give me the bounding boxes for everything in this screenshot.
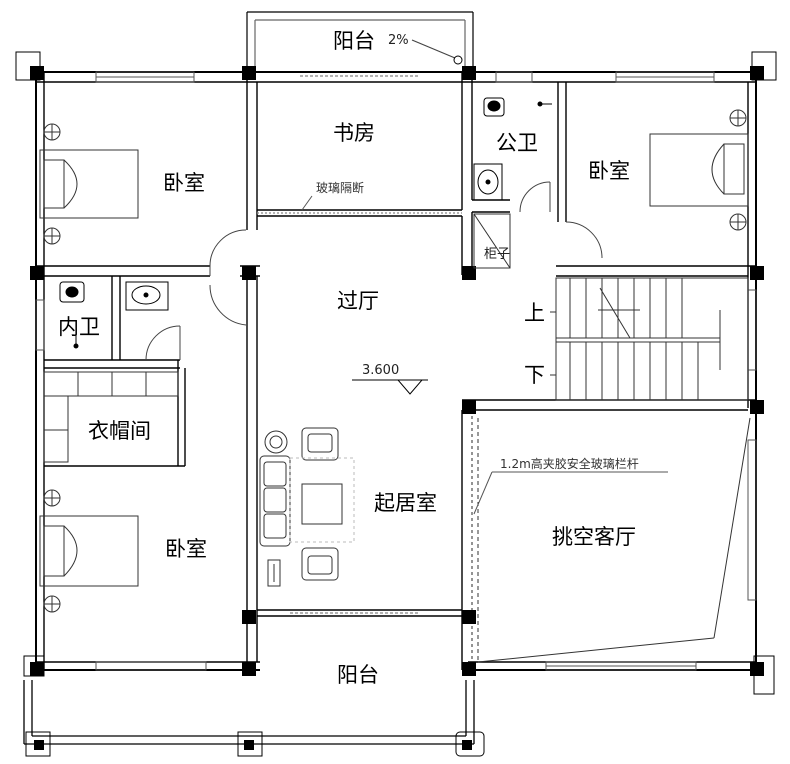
floor-drain-icon	[73, 101, 552, 349]
slope-label: 2%	[388, 33, 409, 48]
bedroom-top-left-label: 卧室	[163, 171, 205, 195]
cabinet-label: 柜子	[484, 247, 510, 262]
balcony-top-structure	[246, 11, 474, 72]
columns	[30, 66, 764, 750]
balcony-bottom-label: 阳台	[337, 663, 379, 687]
slope-drain-icon	[453, 55, 463, 65]
living-label: 起居室	[374, 491, 437, 515]
staircase	[550, 277, 749, 401]
glass-partition-leader	[301, 195, 313, 211]
toilet-icon	[59, 97, 505, 303]
glass-partition-label: 玻璃隔断	[316, 180, 364, 195]
balcony-top-label: 阳台	[333, 29, 375, 53]
railing-note-pointer	[473, 471, 493, 515]
railing-note-label: 1.2m高夹胶安全玻璃栏杆	[500, 456, 639, 471]
slope-arrow	[411, 39, 456, 59]
elevation-label: 3.600	[362, 363, 399, 378]
sink-icon	[125, 163, 503, 311]
balcony-bottom-structure	[23, 680, 475, 745]
column-outlines	[15, 51, 777, 757]
bedroom-top-right-label: 卧室	[588, 159, 630, 183]
void-living-label: 挑空客厅	[552, 525, 636, 549]
study-label: 书房	[333, 121, 375, 145]
windows	[35, 71, 757, 671]
stair-down-label: 下	[524, 363, 545, 387]
bedroom-bottom-left-label: 卧室	[165, 537, 207, 561]
wardrobe	[43, 371, 179, 463]
bed-bottom-left	[39, 489, 139, 613]
cloakroom-label: 衣帽间	[88, 419, 151, 443]
doors	[145, 181, 603, 361]
bed-top-left	[39, 123, 139, 245]
void-boundary	[477, 417, 751, 663]
bed-top-right	[649, 109, 749, 231]
cabinet-shape	[473, 213, 511, 269]
hall-label: 过厅	[337, 289, 379, 313]
inner-wc-label: 内卫	[58, 315, 100, 339]
stair-up-label: 上	[524, 301, 545, 325]
public-wc-label: 公卫	[496, 131, 538, 155]
sofa-set	[259, 427, 355, 587]
elevation-marker-icon	[352, 379, 428, 395]
